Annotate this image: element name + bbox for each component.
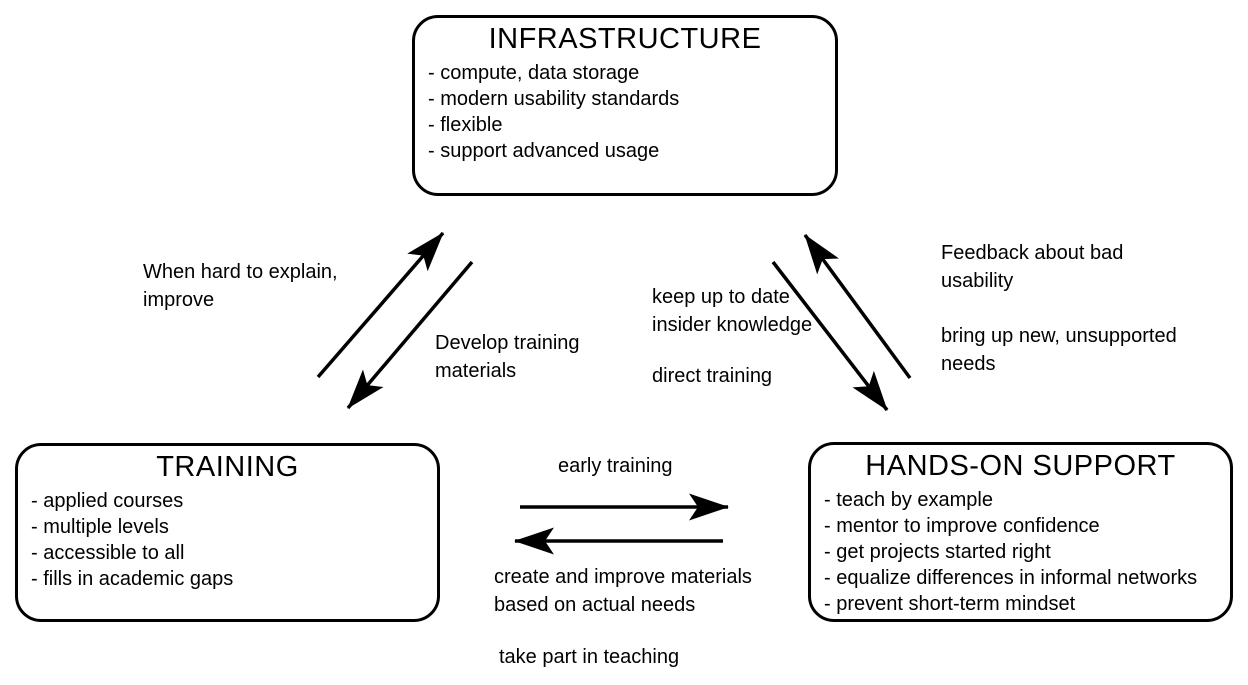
list-item: - equalize differences in informal netwo…	[824, 567, 1198, 589]
hands-on-support-item-list: - teach by example - mentor to improve c…	[811, 487, 1230, 617]
list-item: - mentor to improve confidence	[824, 515, 1100, 537]
list-item: - flexible	[428, 114, 503, 136]
training-box: TRAINING - applied courses - multiple le…	[15, 443, 440, 622]
list-item: - compute, data storage	[428, 62, 640, 84]
hands-on-support-box: HANDS-ON SUPPORT - teach by example - me…	[808, 442, 1233, 622]
list-item: - modern usability standards	[428, 88, 680, 110]
infrastructure-title: INFRASTRUCTURE	[488, 23, 762, 55]
infrastructure-box: INFRASTRUCTURE - compute, data storage -…	[412, 15, 838, 196]
list-item: - prevent short-term mindset	[824, 593, 1076, 615]
training-title: TRAINING	[156, 451, 299, 483]
label-take-part-in-teaching: take part in teaching	[499, 646, 680, 668]
list-item: - accessible to all	[31, 542, 185, 564]
list-item: - fills in academic gaps	[31, 568, 234, 590]
arrow-support-to-infrastructure	[803, 233, 912, 380]
label-keep-up-to-date-insider-knowledge: keep up to date insider knowledge	[652, 286, 813, 336]
label-create-and-improve-materials: create and improve materials based on ac…	[494, 566, 752, 616]
arrow-training-to-infrastructure	[316, 231, 445, 379]
list-item: - get projects started right	[824, 541, 1051, 563]
label-early-training: early training	[558, 455, 673, 477]
label-feedback-about-bad-usability: Feedback about bad usability	[941, 242, 1124, 292]
hands-on-support-title: HANDS-ON SUPPORT	[865, 450, 1176, 482]
label-direct-training: direct training	[652, 365, 773, 387]
list-item: - teach by example	[824, 489, 993, 511]
training-item-list: - applied courses - multiple levels - ac…	[18, 488, 437, 592]
list-item: - support advanced usage	[428, 140, 660, 162]
arrow-infrastructure-to-support	[771, 260, 889, 412]
list-item: - multiple levels	[31, 516, 169, 538]
label-when-hard-to-explain-improve: When hard to explain, improve	[143, 261, 338, 311]
label-bring-up-new-unsupported-needs: bring up new, unsupported needs	[941, 325, 1177, 375]
label-develop-training-materials: Develop training materials	[435, 332, 580, 382]
infrastructure-item-list: - compute, data storage - modern usabili…	[415, 60, 835, 164]
arrow-infrastructure-to-training	[346, 260, 474, 410]
list-item: - applied courses	[31, 490, 184, 512]
